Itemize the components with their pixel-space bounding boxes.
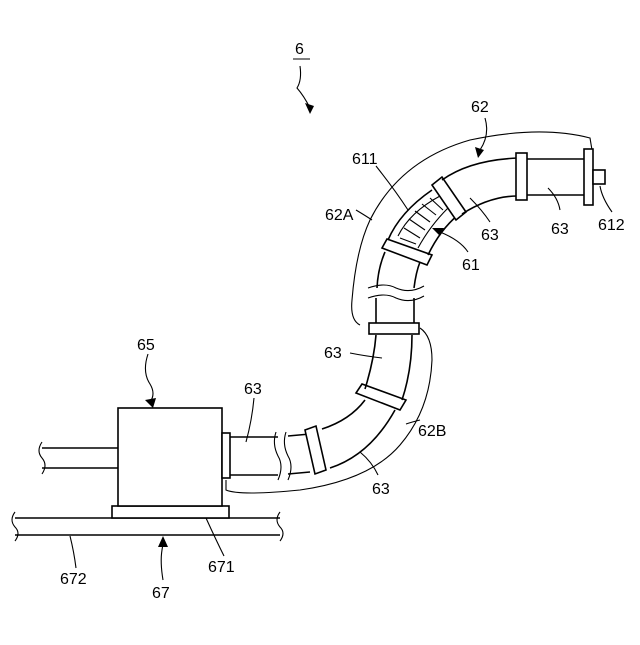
rod-break [39,442,45,474]
leader-67 [161,542,163,580]
arrow-62 [475,147,484,158]
reference-labels: 62 611 62A 63 63 612 61 65 63 63 62B 63 … [60,99,625,602]
leader-62A [356,210,372,220]
upper-elbow-outer [388,190,432,240]
rail-left-break [12,512,18,541]
label-63-top-a: 63 [481,227,499,244]
upper-curve-outer [442,158,518,180]
label-672: 672 [60,571,87,588]
coupling-upper-2 [432,177,466,220]
label-63-bottom: 63 [372,481,390,498]
vertical-lower-left [365,335,376,389]
actuator-box-65 [118,408,222,506]
label-63-top-b: 63 [551,221,569,238]
tube-lower-horizontal [230,432,310,480]
vertical-lower-right [402,335,412,400]
label-61: 61 [462,257,480,274]
rod [39,442,118,474]
leader-63-top-b [548,188,560,210]
leader-612 [600,186,612,212]
upper-elbow-inner [428,215,458,255]
elbow-lower-outer [322,400,365,429]
tube-lower-bottom-edge-b [288,472,310,474]
leader-63-bottom [360,452,378,475]
end-flange [584,149,593,205]
figure-number-text: 6 [295,41,304,58]
coupling-mid [369,323,419,334]
box-flange [222,433,230,478]
label-62: 62 [471,99,489,116]
leader-63-mid [350,353,382,358]
coupling-lower-2 [356,384,406,410]
arrow-65 [145,398,156,408]
tube-vertical-upper [368,252,424,323]
tube-lower-elbow [322,400,395,468]
coupling-lower-1 [305,426,326,474]
leader-672 [70,536,76,568]
label-63-mid: 63 [324,345,342,362]
label-671: 671 [208,559,235,576]
vertical-upper-left-b [377,252,385,288]
label-612: 612 [598,217,625,234]
coupling-upper-3 [516,153,527,200]
label-63-left: 63 [244,381,262,398]
figure-number-6: 6 [293,41,314,114]
label-67: 67 [152,585,170,602]
arrow-67 [158,536,168,547]
coupling-upper-1 [382,239,432,265]
leader-671 [206,518,224,556]
label-62A: 62A [325,207,354,224]
leader-62 [480,118,487,150]
label-62B: 62B [418,423,446,440]
leader-61 [440,232,468,252]
leader-611 [376,166,408,210]
leader-65 [145,354,153,402]
figure-number-leader [297,66,310,108]
figure-number-arrowhead [305,103,314,114]
label-65: 65 [137,337,155,354]
rail-right-break [277,512,283,541]
tube-upper-horizontal [527,159,584,195]
slider-671 [112,506,229,518]
vertical-upper-right-b [414,262,420,288]
label-611: 611 [352,151,378,168]
nozzle-612 [593,170,605,184]
leader-63-left [246,398,254,442]
tube-break-left-b [284,432,291,480]
tube-break-left-a [274,432,281,480]
